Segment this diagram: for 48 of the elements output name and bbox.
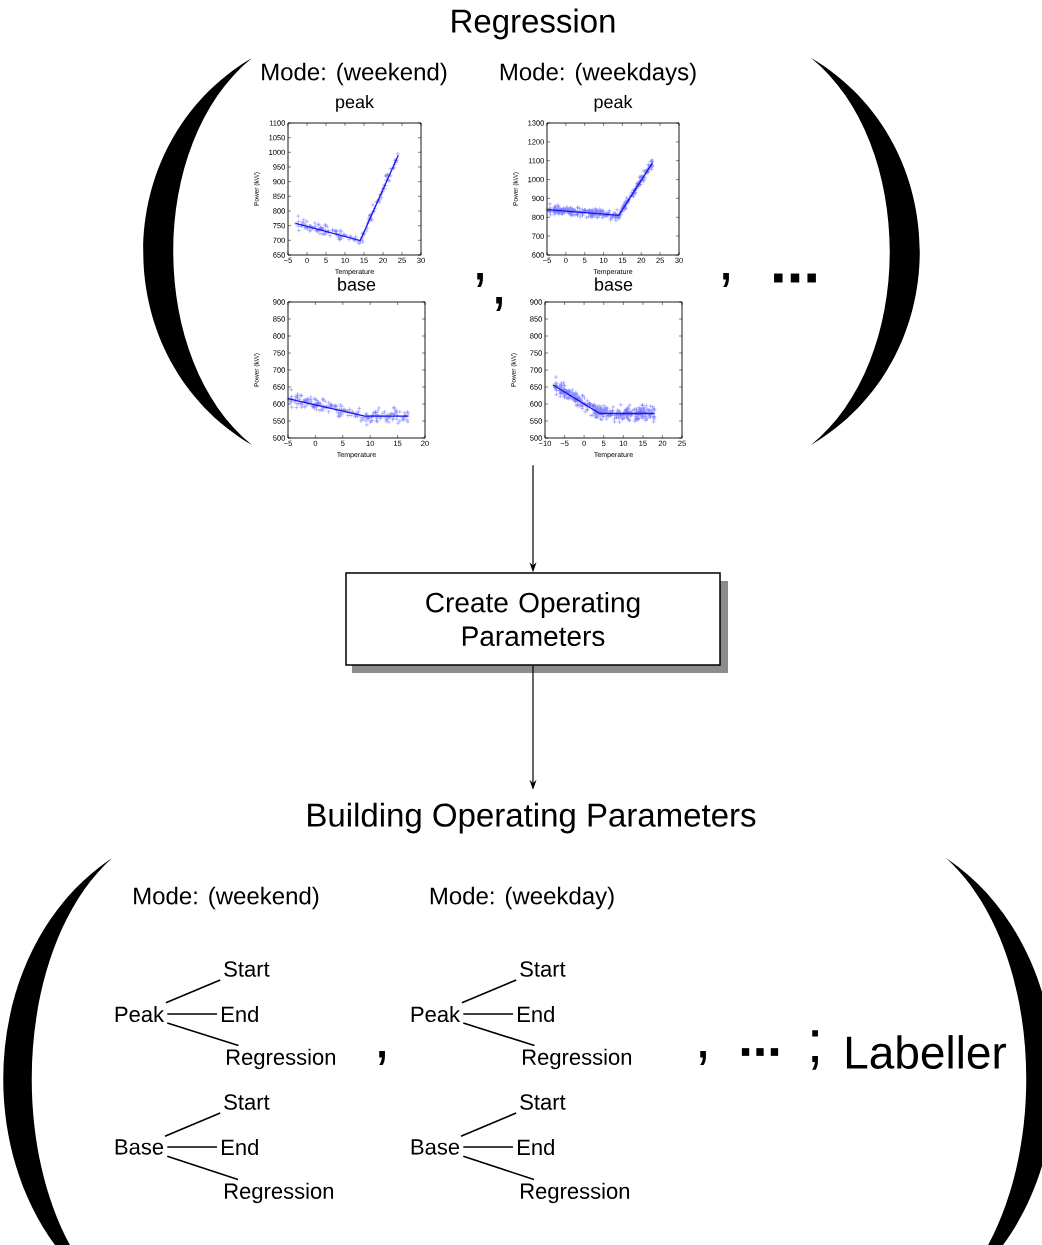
chart-title: peak	[594, 95, 633, 112]
mode-label: Mode: (weekday)	[430, 886, 614, 910]
separator-comma: ,	[700, 1050, 706, 1066]
tree-item: End	[518, 1138, 554, 1156]
chart-title: base	[338, 277, 376, 291]
tree-item: Base	[115, 1139, 164, 1155]
connector-line	[166, 1155, 239, 1181]
node-label: Regression	[452, 8, 615, 40]
connector-line	[166, 1022, 240, 1047]
labeller-label: Labeller	[846, 1035, 1007, 1069]
separator-semicolon: ;	[812, 1030, 818, 1070]
tree-item: Regression	[521, 1182, 630, 1204]
tree-item: Base	[411, 1139, 460, 1155]
chart-title: base	[595, 277, 633, 291]
connector-line	[165, 979, 221, 1004]
separator-comma: ,	[723, 272, 729, 288]
connector-line	[166, 1013, 218, 1015]
tree-item: Regression	[523, 1048, 632, 1070]
connector-line	[460, 1112, 517, 1137]
tree-item: Regression	[225, 1182, 334, 1204]
connector-line	[461, 979, 517, 1004]
tree-item: Peak	[115, 1005, 165, 1023]
separator-comma: ,	[477, 272, 483, 288]
connector-line	[164, 1112, 221, 1137]
tree-item: Start	[520, 961, 566, 977]
connector-line	[462, 1013, 514, 1015]
separator-comma: ,	[496, 296, 502, 312]
node-label: Building Operating Parameters	[308, 802, 756, 834]
connector-line	[166, 1146, 218, 1148]
connector-line	[462, 1146, 514, 1148]
connector-line	[462, 1022, 536, 1047]
connector-line	[462, 1155, 535, 1181]
tree-item: End	[222, 1138, 258, 1156]
mode-label: Mode: (weekend)	[262, 62, 447, 86]
tree-item: Peak	[411, 1005, 461, 1023]
mode-label: Mode: (weekend)	[134, 886, 319, 910]
ellipsis: ...	[741, 1048, 779, 1056]
tree-item: Start	[520, 1094, 566, 1110]
tree-item: End	[222, 1005, 258, 1023]
separator-comma: ,	[379, 1050, 385, 1066]
process-box: Create Operating Parameters	[345, 572, 728, 673]
tree-item: Start	[224, 961, 270, 977]
ellipsis: ...	[774, 273, 816, 283]
tree-item: Regression	[227, 1048, 336, 1070]
mode-label: Mode: (weekdays)	[500, 62, 696, 86]
tree-item: Start	[224, 1094, 270, 1110]
tree-item: End	[518, 1005, 554, 1023]
chart-title: peak	[336, 95, 375, 112]
